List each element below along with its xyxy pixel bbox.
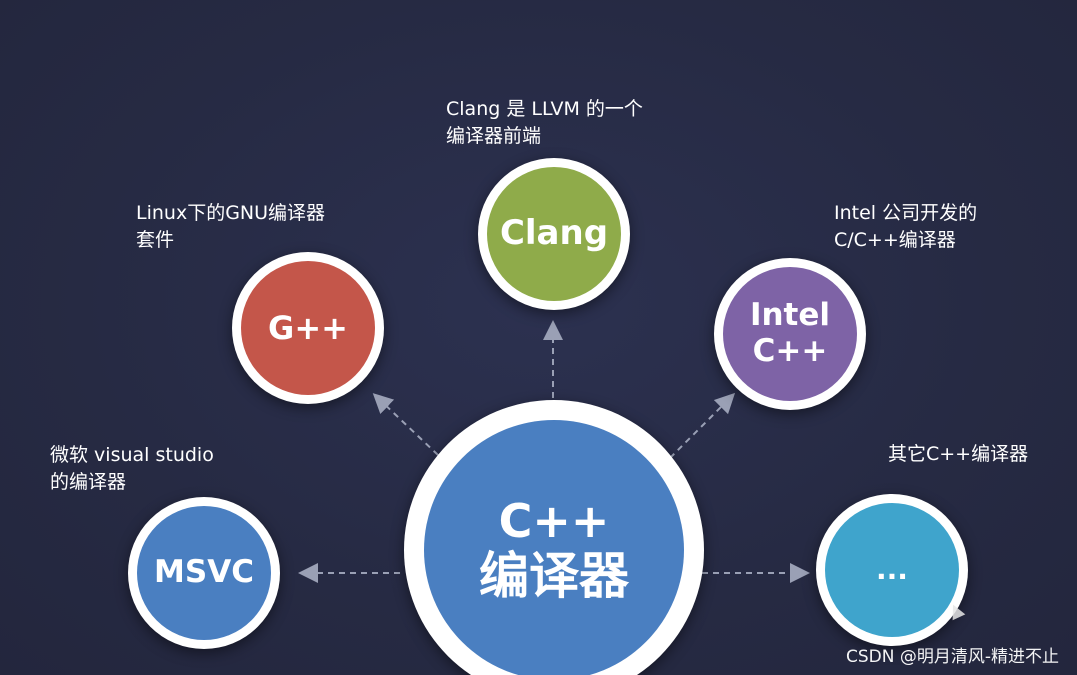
clang-node: Clang [478,158,630,310]
msvc-node: MSVC [128,497,280,649]
other-node: ... [816,494,968,646]
intel-caption: Intel 公司开发的 C/C++编译器 [834,200,977,253]
msvc-caption-line1: 微软 visual studio [50,444,214,466]
msvc-caption-line2: 的编译器 [50,470,127,493]
intel-caption-line2: C/C++编译器 [834,228,956,251]
other-node-fill: ... [825,503,959,637]
other-caption: 其它C++编译器 [888,441,1028,468]
center-label-line2: 编译器 [479,546,629,605]
gpp-caption: Linux下的GNU编译器 套件 [136,200,325,253]
clang-label: Clang [499,213,609,254]
center-node-fill: C++ 编译器 [424,420,684,675]
intel-label-line2: C++ [752,333,828,369]
clang-caption-line2: 编译器前端 [446,124,542,147]
gpp-node-fill: G++ [241,261,375,395]
gpp-caption-line2: 套件 [136,228,175,251]
center-label-line1: C++ [498,493,610,548]
arrow-to-gpp [372,393,439,456]
intel-label-line1: Intel [749,297,831,334]
center-node: C++ 编译器 [404,400,704,675]
intel-node-fill: Intel C++ [723,267,857,401]
gpp-caption-line1: Linux下的GNU编译器 [136,202,326,224]
intel-caption-line1: Intel 公司开发的 [834,202,978,224]
other-caption-line1: 其它C++编译器 [888,443,1029,465]
watermark: CSDN @明月清风-精进不止 [845,647,1059,667]
msvc-caption: 微软 visual studio 的编译器 [50,442,214,495]
msvc-node-fill: MSVC [137,506,271,640]
other-label: ... [876,552,908,586]
clang-caption: Clang 是 LLVM 的一个 编译器前端 [446,96,643,149]
clang-caption-line1: Clang 是 LLVM 的一个 [446,98,643,120]
msvc-label: MSVC [154,554,254,591]
arrow-to-intel [669,392,736,459]
gpp-node: G++ [232,252,384,404]
clang-node-fill: Clang [487,167,621,301]
gpp-label: G++ [268,308,348,347]
intel-node: Intel C++ [714,258,866,410]
